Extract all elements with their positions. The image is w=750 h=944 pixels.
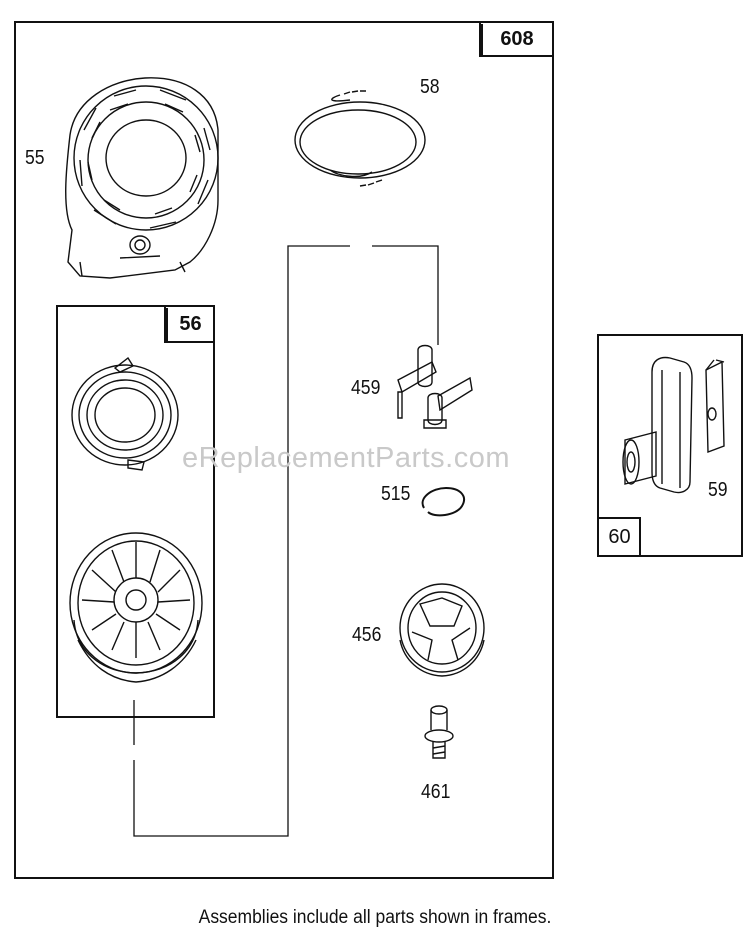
main-frame-tag-box xyxy=(479,21,554,57)
connector-lines xyxy=(132,244,439,837)
frame-60-tag: 60 xyxy=(600,520,639,555)
ratchet-drawing xyxy=(399,583,485,677)
frame-56-tag: 56 xyxy=(166,308,213,341)
handle-drawing xyxy=(622,356,725,494)
label-59: 59 xyxy=(708,479,728,501)
label-461: 461 xyxy=(421,781,451,803)
label-515: 515 xyxy=(381,483,411,505)
blower-housing-drawing xyxy=(65,77,219,279)
label-58: 58 xyxy=(420,76,440,98)
main-frame xyxy=(14,21,554,879)
spring-drawing xyxy=(71,356,179,471)
frame-60 xyxy=(597,334,743,557)
label-55: 55 xyxy=(25,147,45,169)
main-frame-tag: 608 xyxy=(481,24,551,55)
pawl-drawing xyxy=(397,344,473,429)
pulley-drawing xyxy=(69,532,203,683)
frame-56 xyxy=(56,305,215,718)
caption: Assemblies include all parts shown in fr… xyxy=(198,907,552,928)
label-456: 456 xyxy=(352,624,382,646)
screw-drawing xyxy=(424,705,454,759)
rope-drawing xyxy=(294,90,426,187)
frame-60-tag-box xyxy=(597,517,641,557)
retainer-ring-drawing xyxy=(421,486,465,517)
frame-56-tag-box xyxy=(164,305,215,343)
label-459: 459 xyxy=(351,377,381,399)
watermark: eReplacementParts.com xyxy=(182,442,511,474)
